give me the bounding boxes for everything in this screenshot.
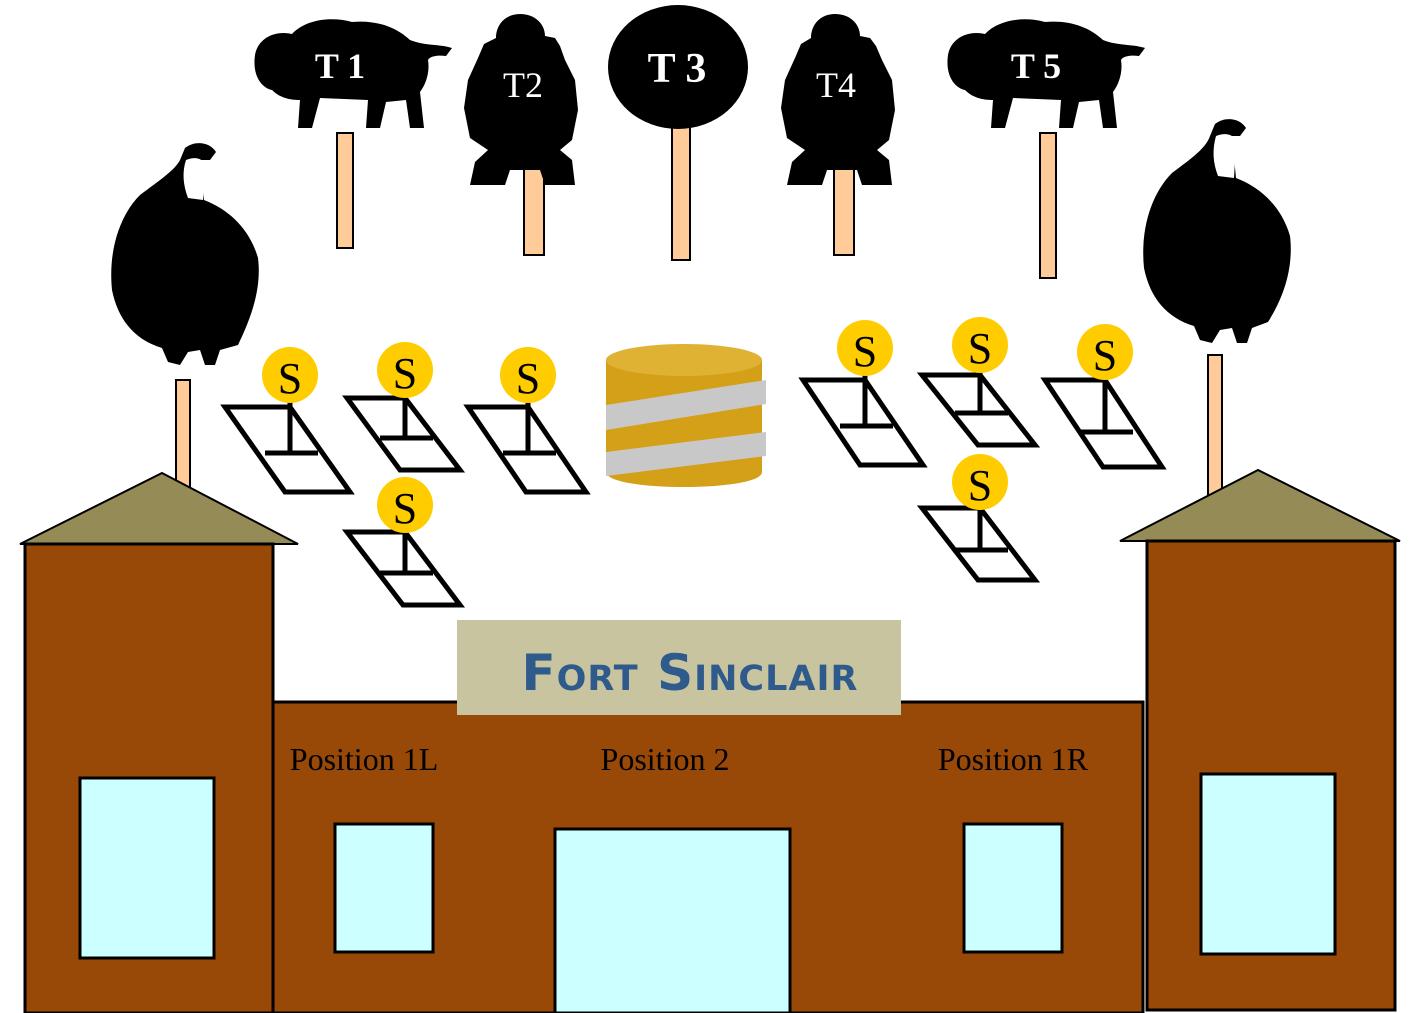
target-t2-label: T2 [503, 65, 543, 105]
steel-target: S [916, 454, 1041, 583]
target-t4-label: T4 [816, 65, 856, 105]
steel-target-base [916, 505, 1041, 583]
steel-label: S [968, 324, 992, 373]
vulture-icon [1143, 119, 1291, 343]
steel-target-base [220, 404, 355, 495]
target-t3-circle [608, 5, 748, 129]
steel-plate [952, 454, 1008, 510]
target-t2: T2 [464, 14, 578, 256]
fort-sign [457, 620, 901, 715]
steel-plate [952, 317, 1008, 373]
target-t1: T 1 [254, 10, 458, 249]
fort-building: Position 1L Position 2 Position 1R Fort … [19, 468, 1401, 1013]
position-1r-label: Position 1R [938, 741, 1089, 777]
steel-label: S [968, 461, 992, 510]
steel-target-base [463, 404, 591, 495]
steel-plate [1077, 324, 1133, 380]
vulture-icon [111, 143, 259, 365]
target-t1-stake [336, 132, 354, 249]
steel-target: S [916, 317, 1041, 448]
steel-target: S [342, 342, 466, 473]
vulture-left [111, 143, 259, 491]
roof-right [1119, 468, 1401, 542]
steel-target-base [342, 395, 466, 473]
roof-left [19, 471, 299, 545]
target-t3: T 3 [608, 5, 748, 261]
person-silhouette-icon [464, 14, 578, 185]
vulture-right-stake [1207, 354, 1223, 496]
target-t1-label: T 1 [315, 46, 365, 86]
steel-target: S [1040, 324, 1167, 470]
barrel-band [606, 380, 766, 430]
steel-label: S [393, 484, 417, 533]
steel-plate [500, 347, 556, 403]
fort-sign-text: Fort Sinclair [522, 644, 859, 702]
steel-target-base [341, 529, 466, 608]
steel-target: S [220, 347, 355, 495]
steel-plate [262, 347, 318, 403]
window-tower-left [78, 776, 216, 960]
barrel-top [606, 344, 762, 376]
window-position-1l [333, 822, 435, 954]
steel-plate [377, 342, 433, 398]
target-t4: T4 [781, 14, 895, 256]
window-position-2 [553, 827, 792, 1013]
steel-target: S [463, 347, 591, 495]
target-t5: T 5 [942, 10, 1154, 279]
vulture-left-stake [175, 379, 191, 491]
vulture-right [1143, 119, 1291, 496]
person-silhouette-icon [781, 14, 895, 185]
steel-plate [837, 320, 893, 376]
target-t3-label: T 3 [648, 46, 707, 92]
steel-target: S [798, 320, 928, 468]
vulture-neck [1213, 134, 1236, 178]
window-tower-right [1199, 772, 1337, 956]
position-2-label: Position 2 [601, 741, 730, 777]
target-t5-label: T 5 [1011, 46, 1061, 86]
steel-target-base [1040, 377, 1167, 470]
vulture-neck [183, 158, 205, 200]
steel-plate [377, 477, 433, 533]
target-t3-stake [671, 124, 691, 261]
steel-target: S [341, 477, 466, 608]
target-t5-stake [1039, 132, 1057, 279]
steel-label: S [516, 354, 540, 403]
steel-target-base [916, 372, 1041, 448]
barrel-band [606, 432, 766, 476]
steel-label: S [278, 354, 302, 403]
steel-label: S [393, 349, 417, 398]
window-position-1r [962, 822, 1064, 954]
bison-silhouette [254, 19, 452, 128]
steel-label: S [1093, 331, 1117, 380]
steel-target-base [798, 377, 928, 468]
position-1l-label: Position 1L [290, 741, 438, 777]
steel-label: S [853, 327, 877, 376]
barrel [606, 344, 766, 487]
bison-silhouette [947, 19, 1145, 128]
